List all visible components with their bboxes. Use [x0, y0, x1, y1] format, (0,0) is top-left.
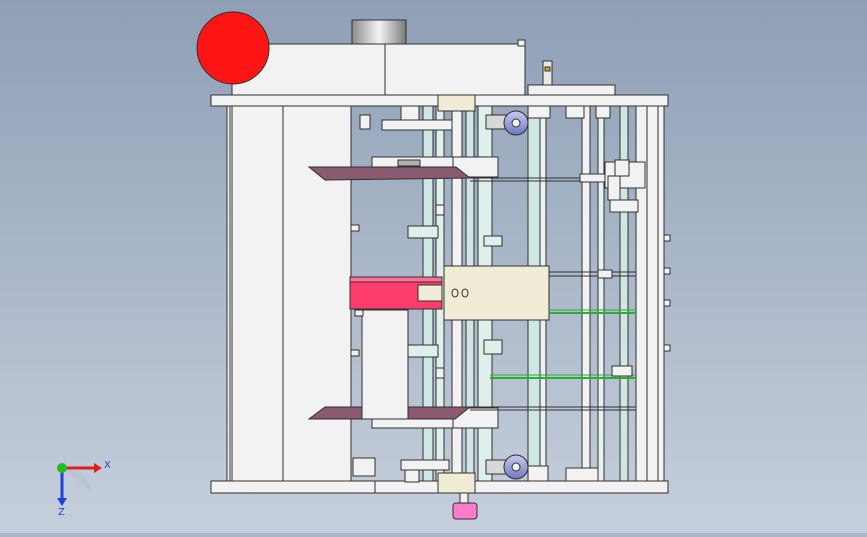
magenta-foot: [452, 502, 478, 520]
top-center-clamp: [437, 94, 476, 112]
z-axis-label: Z: [58, 507, 65, 518]
indicator-post: [542, 60, 553, 87]
upper-tray-plate: [307, 166, 472, 181]
x-axis-label: X: [104, 460, 111, 471]
top-drum: [351, 19, 407, 45]
top-housing: [231, 43, 526, 96]
y-axis-dot: [57, 463, 67, 473]
left-inner-panel: [282, 105, 352, 482]
red-knob: [196, 11, 270, 85]
center-carriage-plate: [443, 265, 550, 321]
bottom-center-clamp: [437, 472, 476, 494]
top-housing-cap: [517, 39, 526, 47]
axis-triad: X Z: [57, 460, 111, 518]
left-side-panel: [226, 105, 284, 482]
